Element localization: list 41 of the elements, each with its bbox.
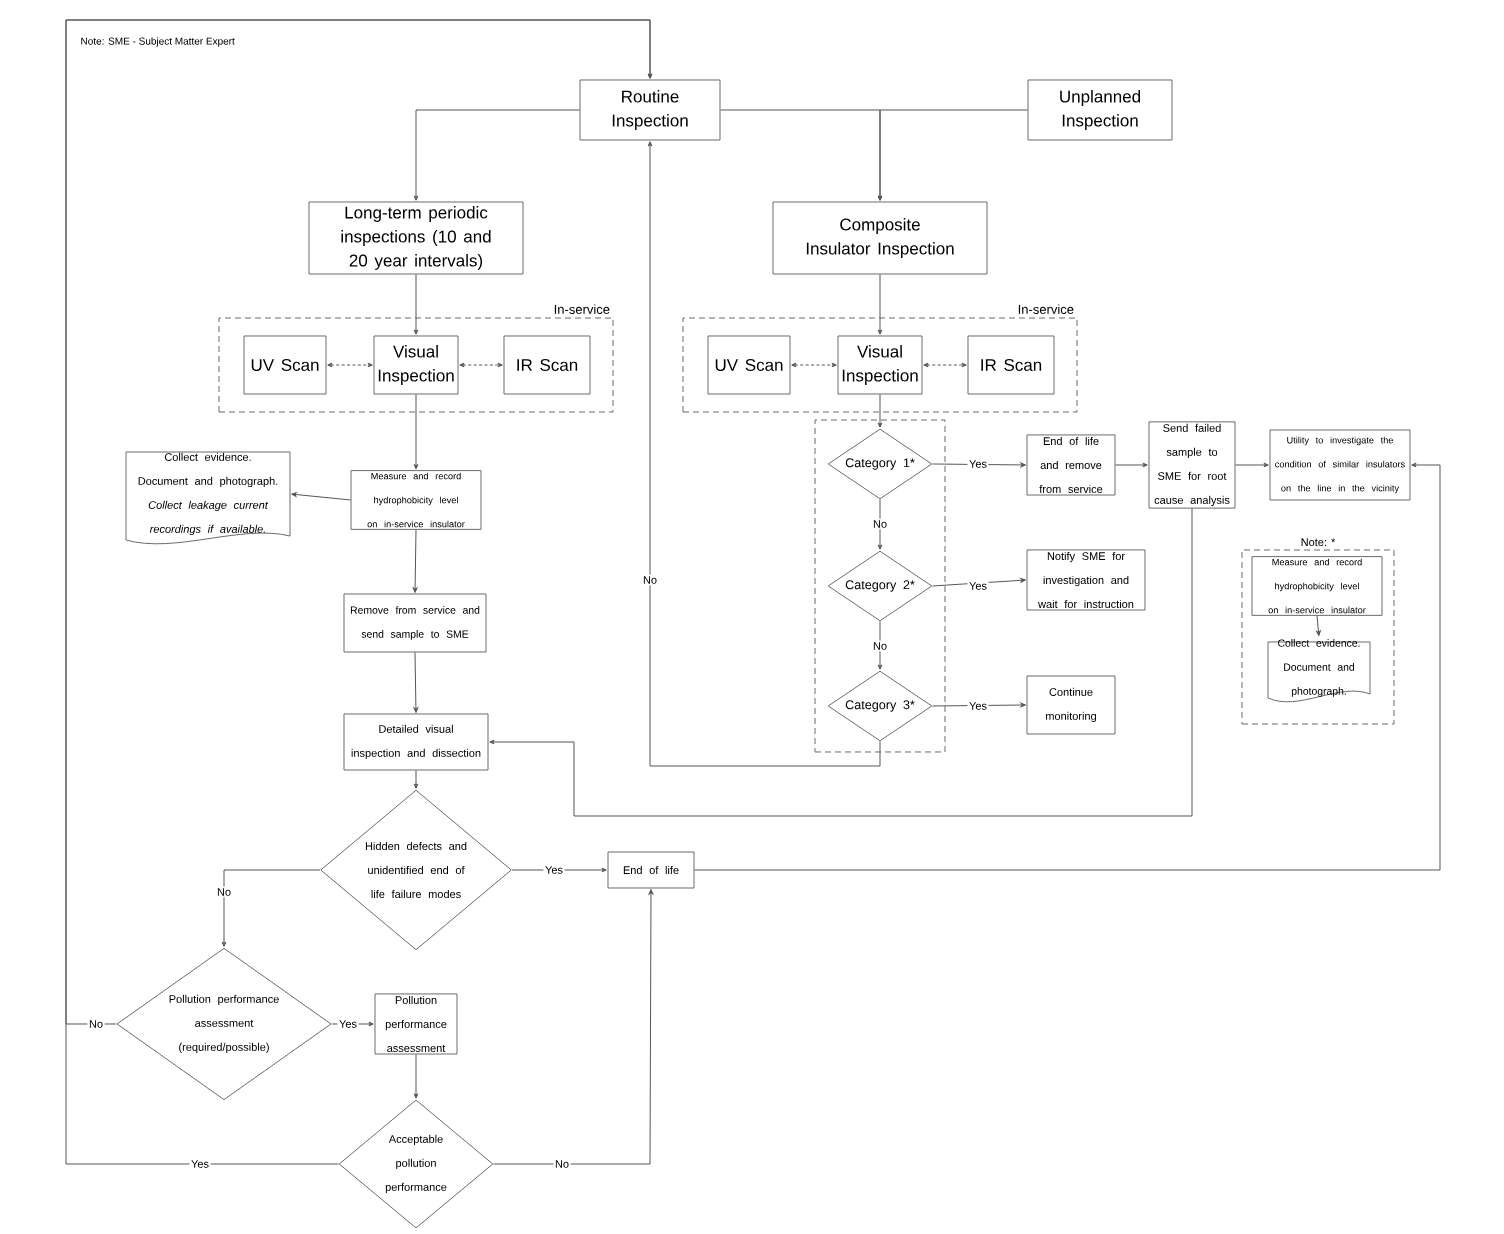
dashed-group-box — [814, 419, 946, 753]
arrow — [413, 394, 419, 470]
process-box: Long-term periodic inspections (10 and 20 year intervals) — [308, 201, 524, 275]
arrow — [413, 770, 419, 789]
arrow — [932, 462, 1026, 468]
arrow — [1235, 462, 1269, 468]
process-box: UV Scan — [243, 335, 327, 395]
arrow — [412, 529, 418, 593]
arrow — [291, 492, 351, 501]
process-box: Visual Inspection — [373, 335, 459, 395]
arrow — [1115, 462, 1148, 468]
arrow — [413, 1054, 419, 1099]
arrow — [877, 274, 883, 335]
arrow — [1316, 615, 1321, 636]
process-box: IR Scan — [967, 335, 1055, 395]
arrow — [327, 362, 373, 368]
arrow — [459, 362, 503, 368]
arrow — [923, 362, 967, 368]
arrow — [932, 578, 1026, 587]
arrow — [413, 652, 419, 713]
arrow — [791, 362, 837, 368]
arrow — [877, 621, 883, 670]
process-box: Routine Inspection — [579, 79, 721, 141]
arrow — [877, 394, 883, 428]
arrow — [647, 141, 881, 767]
arrow — [877, 499, 883, 550]
process-box: IR Scan — [503, 335, 591, 395]
arrow — [492, 889, 654, 1165]
arrow — [932, 702, 1026, 708]
arrow — [694, 462, 1441, 871]
process-box: Composite Insulator Inspection — [772, 201, 988, 275]
arrow — [221, 869, 321, 947]
process-box: Unplanned Inspection — [1027, 79, 1173, 141]
arrow — [413, 274, 419, 335]
arrow — [511, 867, 607, 873]
arrow — [413, 109, 580, 201]
arrow — [489, 508, 1193, 817]
process-box: UV Scan — [707, 335, 791, 395]
arrow — [331, 1021, 374, 1027]
arrow — [877, 109, 1028, 201]
process-box: Visual Inspection — [837, 335, 923, 395]
